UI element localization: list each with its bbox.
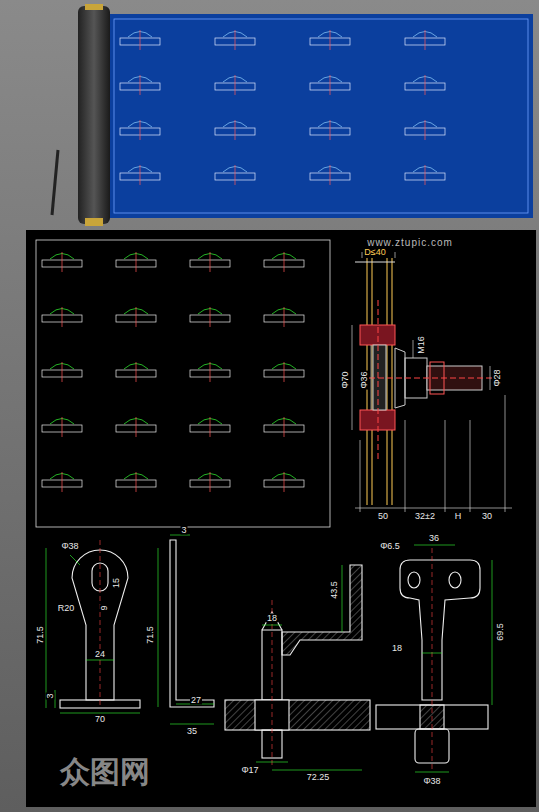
thumb-axis xyxy=(425,120,426,140)
dimension-label: D≤40 xyxy=(363,248,386,257)
dimension-label: Φ70 xyxy=(341,370,350,389)
dimension-label: 72.25 xyxy=(306,773,331,782)
thumb-axis xyxy=(330,120,331,140)
dimension-label: 18 xyxy=(391,644,403,653)
dimension-label: Φ28 xyxy=(493,368,502,387)
thumb-axis xyxy=(140,120,141,140)
dimension-label: 69.5 xyxy=(496,622,505,642)
thumb-axis xyxy=(62,307,63,327)
dimension-label: 27 xyxy=(190,696,202,705)
thumb-axis xyxy=(284,362,285,382)
thumb-axis xyxy=(136,417,137,437)
dimension-label: Φ36 xyxy=(360,370,369,389)
dimension-label: 15 xyxy=(112,577,121,589)
thumb-axis xyxy=(140,75,141,95)
dimension-label: 3 xyxy=(180,526,187,535)
thumb-axis xyxy=(210,472,211,492)
thumb-axis xyxy=(136,362,137,382)
thumb-axis xyxy=(140,30,141,50)
thumb-axis xyxy=(235,165,236,185)
dimension-label: 36 xyxy=(428,534,440,543)
thumb-axis xyxy=(284,472,285,492)
thumb-axis xyxy=(284,252,285,272)
dimension-label: Φ38 xyxy=(422,777,441,786)
thumb-axis xyxy=(62,362,63,382)
watermark: 众图网 xyxy=(59,757,151,787)
dimension-label: 24 xyxy=(94,650,106,659)
thumb-axis xyxy=(210,252,211,272)
thumb-axis xyxy=(62,252,63,272)
thumb-axis xyxy=(425,165,426,185)
thumb-axis xyxy=(330,75,331,95)
thumb-axis xyxy=(210,417,211,437)
thumb-axis xyxy=(330,30,331,50)
dimension-label: Φ6.5 xyxy=(379,542,401,551)
watermark: www.ztupic.com xyxy=(366,238,454,248)
thumb-axis xyxy=(284,307,285,327)
dimension-label: Φ38 xyxy=(60,542,79,551)
dimension-label: 30 xyxy=(481,512,493,521)
dimension-label: 50 xyxy=(377,512,389,521)
dimension-label: 3 xyxy=(46,692,55,699)
thumb-axis xyxy=(136,307,137,327)
dimension-label: 43.5 xyxy=(330,580,339,600)
thumb-axis xyxy=(210,307,211,327)
dimension-label: Φ17 xyxy=(240,766,259,775)
dimension-label: R20 xyxy=(57,604,76,613)
thumb-axis xyxy=(235,75,236,95)
thumb-axis xyxy=(62,417,63,437)
dimension-label: 71.5 xyxy=(36,625,45,645)
dimension-label: 71.5 xyxy=(146,625,155,645)
dimension-label: 32±2 xyxy=(414,512,436,521)
thumb-axis xyxy=(425,30,426,50)
thumb-axis xyxy=(235,120,236,140)
thumb-axis xyxy=(330,165,331,185)
thumb-axis xyxy=(140,165,141,185)
dimension-label: 9 xyxy=(100,604,109,611)
thumb-axis xyxy=(62,472,63,492)
thumb-axis xyxy=(136,472,137,492)
thumb-axis xyxy=(425,75,426,95)
dimension-label: M16 xyxy=(417,335,426,355)
dimension-label: 70 xyxy=(94,715,106,724)
thumb-axis xyxy=(284,417,285,437)
dimension-label: 18 xyxy=(266,614,278,623)
thumb-axis xyxy=(235,30,236,50)
thumb-axis xyxy=(210,362,211,382)
dimension-label: 35 xyxy=(186,727,198,736)
thumb-axis xyxy=(136,252,137,272)
dimension-label: H xyxy=(454,512,463,521)
